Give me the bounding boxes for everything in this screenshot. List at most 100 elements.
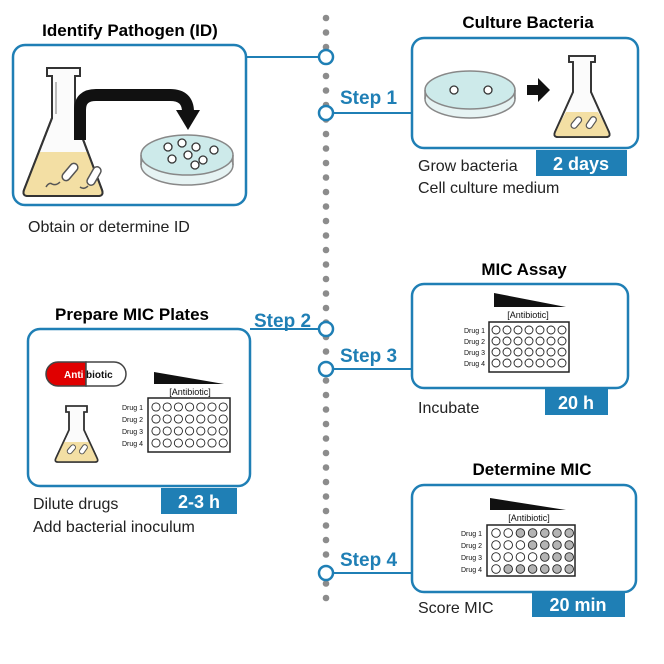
timeline-dot — [322, 594, 330, 602]
node-step-3 — [317, 360, 335, 378]
step-1-label: Step 1 — [340, 88, 397, 109]
culture-title: Culture Bacteria — [462, 13, 594, 32]
plate-well — [546, 358, 556, 368]
assay-drug-label: Drug 1 — [464, 328, 485, 335]
timeline-dot — [322, 304, 330, 312]
plate-well — [546, 347, 556, 357]
plate-well — [151, 414, 161, 424]
plate-well — [527, 564, 538, 574]
plate-well — [552, 528, 562, 538]
plate-well — [162, 426, 172, 436]
timeline-dot — [322, 145, 330, 152]
plate-well — [540, 528, 550, 538]
determine-antibiotic-label: [Antibiotic] — [508, 513, 550, 523]
plate-well — [502, 358, 512, 368]
plate-well — [515, 528, 526, 538]
plate-well — [491, 325, 501, 335]
plate-well — [557, 347, 567, 357]
timeline-dot — [322, 246, 330, 254]
gradient-wedge-icon — [154, 372, 224, 384]
connector-lines — [246, 56, 412, 574]
plate-well — [196, 426, 206, 436]
determine-time-badge — [532, 591, 625, 617]
plate-well — [557, 325, 567, 335]
plate-well — [524, 347, 534, 357]
plate-well — [162, 414, 172, 424]
plate-well — [491, 540, 501, 550]
timeline-dot — [322, 290, 330, 297]
determine-drug-label: Drug 3 — [461, 555, 482, 562]
timeline-dot — [322, 449, 330, 457]
timeline-dot — [322, 130, 330, 138]
plate-well — [218, 438, 228, 448]
timeline-dotted-line — [322, 14, 330, 602]
plate-well — [540, 564, 550, 574]
plate-well — [546, 336, 556, 346]
timeline-dot — [322, 478, 330, 486]
assay-drug-label: Drug 4 — [464, 361, 485, 368]
plate-well — [535, 325, 545, 335]
timeline-nodes — [317, 48, 335, 582]
plate-well — [552, 564, 562, 574]
petri-dish-icon — [424, 70, 516, 119]
plate-well — [564, 564, 574, 574]
timeline-dot — [322, 174, 330, 181]
plate-well — [185, 438, 195, 448]
determine-drug-labels: Drug 1 Drug 2 Drug 3 Drug 4 — [461, 531, 482, 574]
plate-well — [535, 358, 545, 368]
timeline-dot — [322, 203, 330, 210]
timeline-dot — [322, 261, 330, 268]
plate-well — [196, 414, 206, 424]
plate-well — [491, 347, 501, 357]
plate-well — [552, 540, 562, 550]
assay-antibiotic-label: [Antibiotic] — [507, 310, 549, 320]
plate-well — [502, 336, 512, 346]
assay-drug-label: Drug 2 — [464, 339, 485, 346]
timeline-dot — [322, 14, 330, 22]
plate-well — [207, 426, 217, 436]
plate-well — [524, 325, 534, 335]
flask-icon — [553, 55, 611, 138]
plate-96-well-icon — [147, 397, 231, 453]
plate-well — [173, 426, 183, 436]
plate-well — [503, 528, 513, 538]
plate-well — [564, 540, 574, 550]
step-4-label: Step 4 — [340, 550, 397, 571]
plate-well — [513, 325, 523, 335]
timeline-dot — [322, 522, 330, 529]
prepare-time-label: 2-3 h — [178, 492, 220, 512]
plate-well — [151, 438, 161, 448]
plate-well — [540, 552, 550, 562]
assay-time-label: 20 h — [558, 393, 594, 413]
assay-title: MIC Assay — [481, 260, 567, 279]
plate-well — [491, 564, 501, 574]
plate-well — [527, 528, 538, 538]
node-step-2 — [317, 320, 335, 338]
determine-drug-label: Drug 2 — [461, 543, 482, 550]
timeline-dot — [322, 348, 330, 355]
plate-well — [524, 358, 534, 368]
culture-time-badge — [536, 150, 627, 176]
timeline-dot — [322, 464, 330, 471]
plate-well — [515, 552, 526, 562]
step-2-label: Step 2 — [254, 311, 311, 332]
plate-well — [162, 402, 172, 412]
plate-well — [162, 438, 172, 448]
plate-well — [513, 358, 523, 368]
timeline-dot — [322, 507, 330, 515]
plate-well — [503, 540, 513, 550]
plate-well — [491, 336, 501, 346]
plate-well — [185, 414, 195, 424]
flask-icon — [22, 67, 104, 197]
prepare-drug-label: Drug 4 — [122, 441, 143, 448]
timeline-dot — [322, 29, 330, 36]
pill-text-anti: Anti — [64, 370, 84, 381]
assay-drug-labels: Drug 1 Drug 2 Drug 3 Drug 4 — [464, 328, 485, 368]
plate-well — [564, 552, 574, 562]
assay-drug-label: Drug 3 — [464, 350, 485, 357]
determine-time-label: 20 min — [549, 595, 606, 615]
plate-well — [503, 552, 513, 562]
plate-well — [491, 528, 501, 538]
pill-text-biotic: biotic — [86, 370, 113, 381]
plate-well — [515, 564, 526, 574]
